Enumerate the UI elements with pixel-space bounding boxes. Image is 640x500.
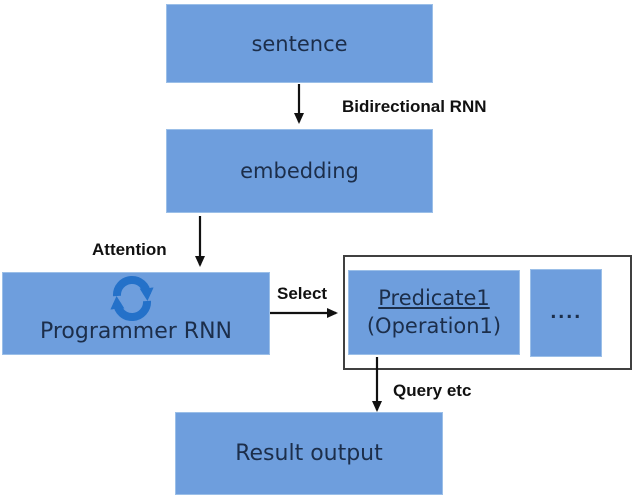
node-programmer-rnn-label: Programmer RNN (39, 319, 233, 344)
node-dots-label: .... (550, 303, 582, 323)
node-predicate-line1: Predicate1 (378, 286, 490, 311)
edge-label-bidirectional-rnn: Bidirectional RNN (342, 97, 487, 116)
sync-refresh-icon (110, 275, 154, 322)
edge-label-query-etc: Query etc (393, 381, 472, 400)
node-result-output: Result output (175, 412, 443, 495)
node-predicate: Predicate1 (Operation1) (348, 270, 520, 355)
edge-label-attention: Attention (92, 240, 167, 259)
node-sentence: sentence (166, 4, 433, 83)
edge-label-select: Select (277, 284, 328, 303)
node-predicate-line2: (Operation1) (366, 313, 502, 338)
node-embedding: embedding (166, 129, 433, 213)
node-embedding-label: embedding (240, 159, 359, 183)
node-programmer-rnn: Programmer RNN (2, 272, 270, 355)
node-dots: .... (530, 269, 602, 357)
node-result-output-label: Result output (235, 441, 383, 466)
predicate-container (343, 255, 632, 370)
node-sentence-label: sentence (251, 31, 348, 56)
